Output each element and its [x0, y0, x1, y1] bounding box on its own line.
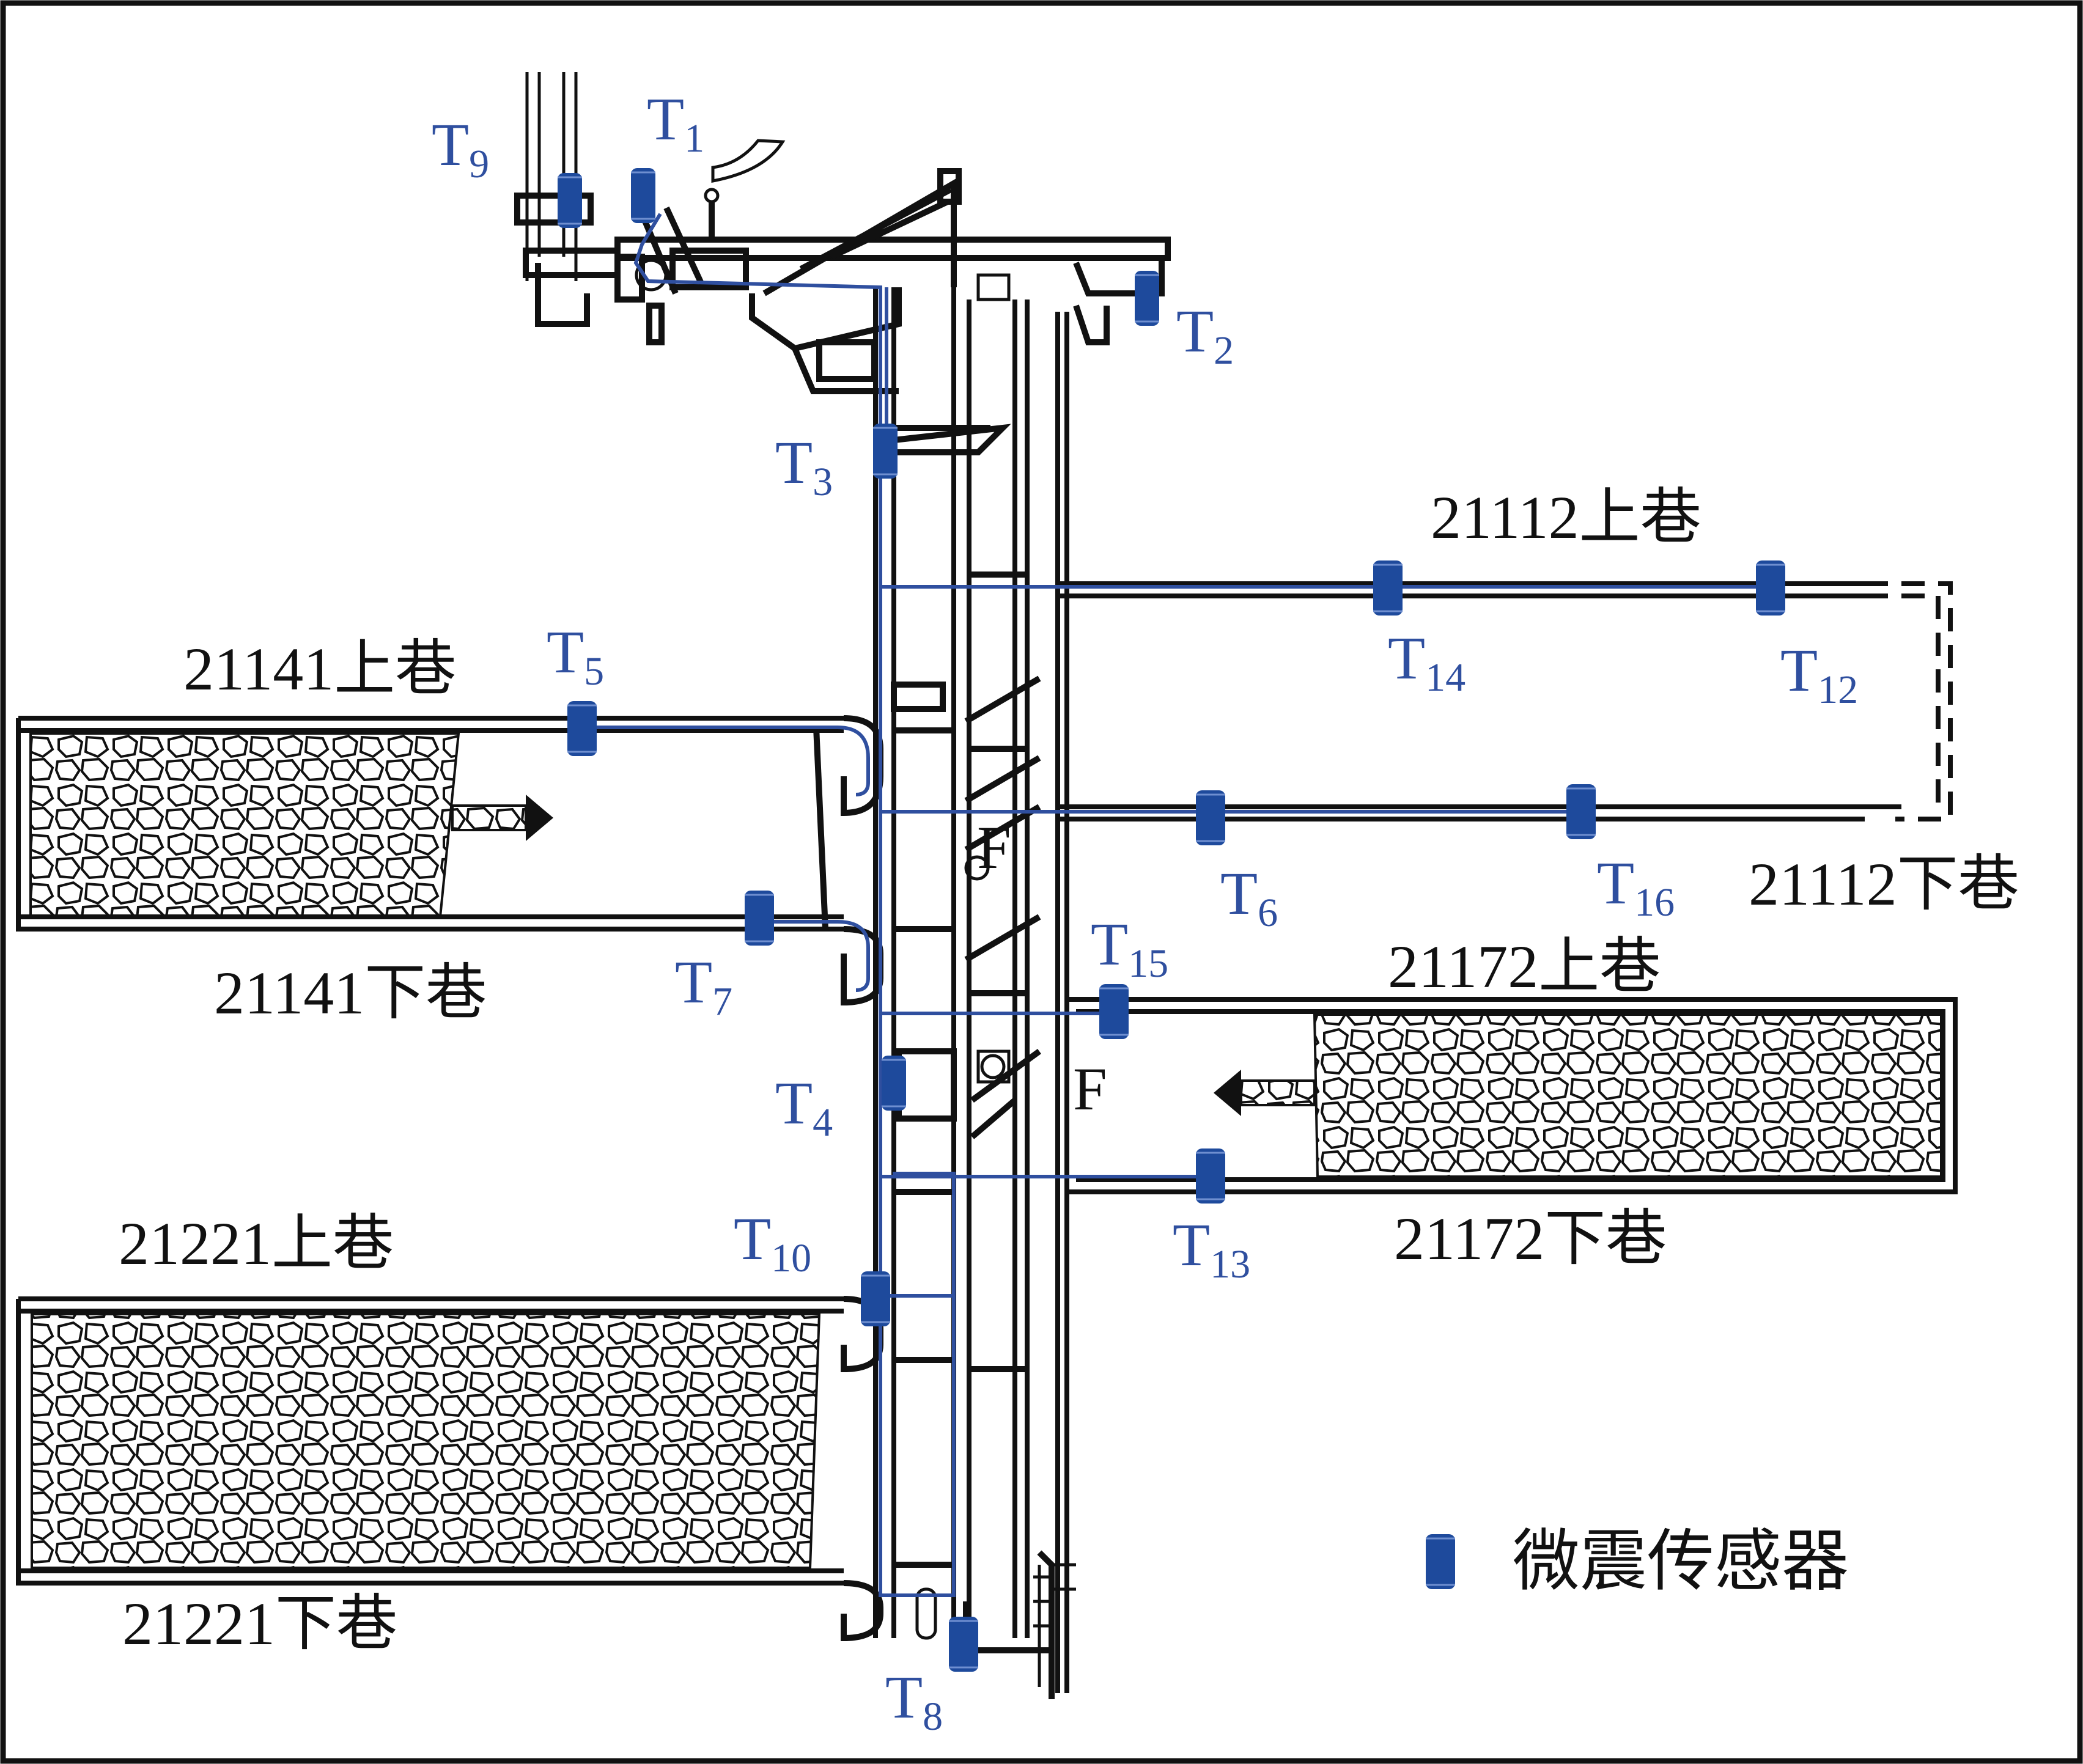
label-21141-lower: 21141下巷 [214, 959, 487, 1027]
label-21112-upper: 21112上巷 [1431, 483, 1701, 551]
sensor-label-t8: T8 [885, 1663, 943, 1739]
sensor-label-t16: T16 [1597, 849, 1675, 925]
sensor-label-t4: T4 [775, 1069, 833, 1145]
sensor-t3 [873, 424, 898, 479]
fault-label-1: F [977, 814, 1011, 881]
sensor-t16 [1566, 784, 1596, 839]
advance-arrow-21141 [451, 795, 553, 841]
main-shafts [813, 287, 1076, 1699]
sensor-t5 [567, 701, 597, 756]
label-21141-upper: 21141上巷 [183, 635, 456, 703]
sensor-label-t15: T15 [1091, 910, 1168, 986]
sensor-t9 [558, 173, 582, 228]
sensor-t14 [1373, 560, 1403, 616]
sensor-markers [558, 168, 1785, 1672]
label-21221-upper: 21221上巷 [119, 1210, 394, 1277]
sensor-label-t3: T3 [775, 428, 833, 504]
legend-label: 微震传感器 [1513, 1524, 1849, 1599]
sensor-label-t9: T9 [432, 111, 489, 186]
sensor-t13 [1196, 1148, 1225, 1204]
sensor-label-t12: T12 [1780, 636, 1858, 712]
sensor-t2 [1135, 271, 1159, 326]
sensor-t6 [1196, 790, 1225, 845]
sensor-label-t13: T13 [1173, 1211, 1250, 1287]
sensor-t10 [861, 1271, 890, 1326]
sensor-label-t5: T5 [547, 618, 604, 694]
fault-markers: F F [964, 814, 1107, 1123]
face-21172 [1067, 997, 1958, 1194]
surface-facility [514, 72, 1171, 394]
label-21172-lower: 21172下巷 [1394, 1205, 1667, 1273]
fault-label-2: F [1073, 1055, 1107, 1123]
sensor-label-t7: T7 [675, 948, 732, 1024]
face-21141 [16, 715, 883, 1006]
sensor-t4 [882, 1056, 906, 1111]
label-21112-lower: 21112下巷 [1749, 850, 2019, 918]
sensor-label-t2: T2 [1176, 297, 1234, 373]
sensor-t12 [1756, 560, 1785, 616]
label-21221-lower: 21221下巷 [122, 1590, 397, 1658]
sensor-t15 [1099, 984, 1129, 1039]
advance-arrow-21172 [1214, 1070, 1316, 1116]
sensor-t8 [949, 1617, 978, 1672]
face-21221 [16, 1296, 883, 1642]
sensor-t7 [745, 891, 774, 946]
sensor-label-t1: T1 [647, 85, 704, 161]
legend: 微震传感器 [1426, 1524, 1849, 1599]
label-21172-upper: 21172上巷 [1388, 933, 1661, 1001]
sensor-label-t10: T10 [734, 1205, 811, 1281]
sensor-t1 [631, 168, 655, 223]
legend-sensor-icon [1426, 1534, 1455, 1589]
sensor-labels: T1 T9 T2 T3 T14 T12 T5 T6 T16 T7 T15 T4 … [432, 85, 1858, 1739]
sensor-label-t14: T14 [1388, 624, 1465, 700]
roadway-labels: 21141上巷 21141下巷 21112上巷 21112下巷 21172上巷 … [119, 483, 2019, 1658]
sensor-label-t6: T6 [1220, 859, 1278, 935]
